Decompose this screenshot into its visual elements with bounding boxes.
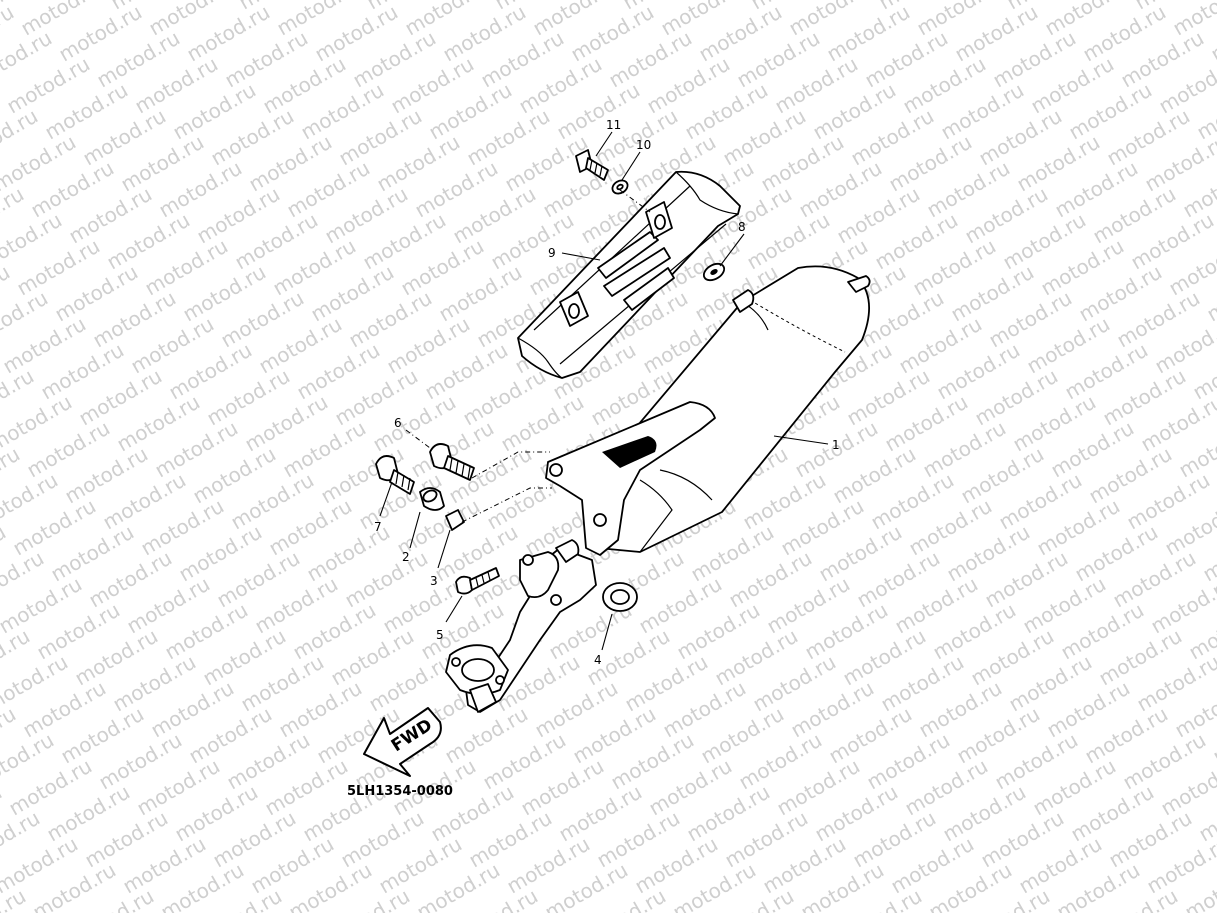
- washer-8-part: [702, 262, 726, 282]
- callout-9: 9: [548, 246, 556, 260]
- callout-11: 11: [606, 118, 621, 132]
- gasket-4-part: [602, 582, 638, 612]
- callout-8: 8: [738, 220, 746, 234]
- callout-3: 3: [430, 574, 438, 588]
- flange-bolt-5-part: [455, 567, 500, 595]
- callout-6: 6: [394, 416, 402, 430]
- dowel-pin-3-part: [445, 509, 465, 531]
- callout-5: 5: [436, 628, 444, 642]
- callout-4: 4: [594, 653, 602, 667]
- callouts: 1 2 3 4 5 6 7 8 9 10 11: [374, 118, 840, 667]
- washer-10-part: [611, 179, 629, 195]
- flange-bolt-6-part: [429, 443, 475, 481]
- heat-protector-part: [517, 170, 741, 379]
- callout-2: 2: [402, 550, 410, 564]
- collar-2-part: [419, 487, 445, 511]
- muffler-part: [445, 265, 871, 713]
- callout-1: 1: [832, 438, 840, 452]
- screw-11-part: [575, 149, 609, 181]
- bolt-7-part: [375, 455, 415, 495]
- callout-7: 7: [374, 520, 382, 534]
- drawing-code: 5LH1354-0080: [347, 784, 453, 799]
- assembly-lines: [461, 189, 651, 523]
- callout-10: 10: [636, 138, 651, 152]
